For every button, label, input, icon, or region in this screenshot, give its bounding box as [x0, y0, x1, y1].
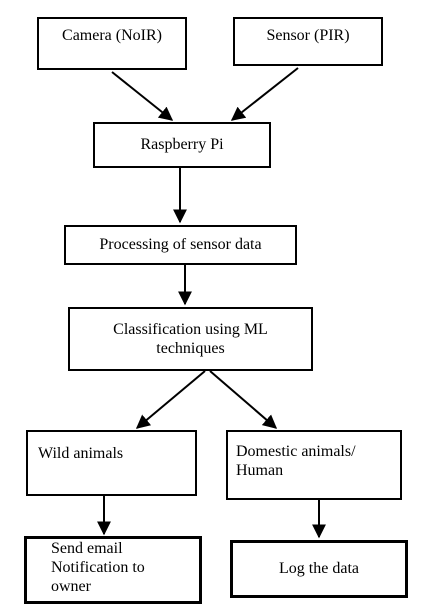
- arrow-camera-to-raspberry-pi: [111, 71, 174, 121]
- log-data-node: Log the data: [230, 540, 408, 598]
- log-data-node-label: Log the data: [279, 560, 359, 578]
- processing-node-label: Processing of sensor data: [99, 236, 262, 254]
- arrow-classification-to-domestic: [209, 370, 278, 429]
- camera-node: Camera (NoIR): [37, 17, 187, 70]
- arrow-sensor-to-raspberry-pi: [230, 67, 299, 121]
- processing-node: Processing of sensor data: [64, 225, 297, 265]
- wild-animals-node: Wild animals: [26, 430, 197, 496]
- sensor-node: Sensor (PIR): [233, 17, 383, 66]
- classification-node: Classification using ML techniques: [68, 307, 313, 371]
- raspberry-pi-node-label: Raspberry Pi: [140, 136, 224, 154]
- camera-node-label: Camera (NoIR): [62, 27, 162, 44]
- raspberry-pi-node: Raspberry Pi: [93, 122, 271, 168]
- wild-animals-node-label: Wild animals: [38, 445, 124, 462]
- classification-node-label: Classification using ML techniques: [113, 320, 268, 357]
- sensor-node-label: Sensor (PIR): [266, 27, 350, 44]
- arrow-classification-to-wild-animals: [135, 370, 206, 429]
- domestic-node-label: Domestic animals/ Human: [236, 443, 356, 480]
- domestic-node: Domestic animals/ Human: [226, 430, 402, 500]
- send-email-node-label: Send email Notification to owner: [51, 540, 145, 596]
- send-email-node: Send email Notification to owner: [24, 536, 202, 604]
